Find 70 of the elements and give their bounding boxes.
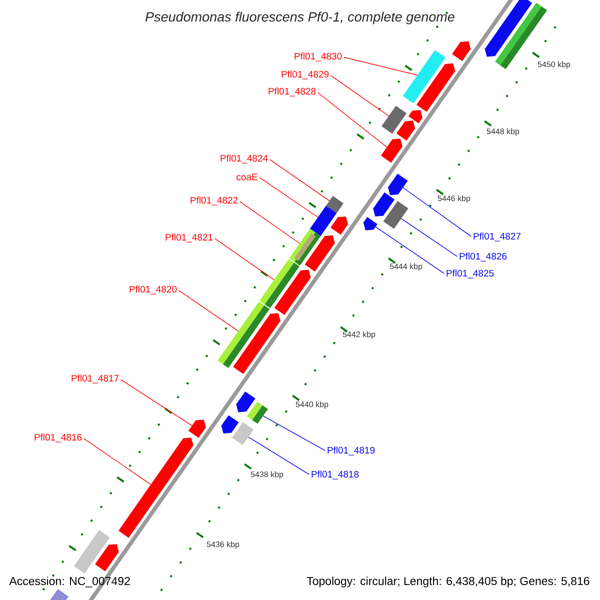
gene-block <box>221 415 239 434</box>
leader-line <box>248 436 310 475</box>
gene-label: Pfl01_4822 <box>190 196 238 206</box>
gene-block <box>452 41 471 62</box>
gene-box <box>232 422 254 446</box>
gene-label: Pfl01_4827 <box>474 232 521 242</box>
gene-label: Pfl01_4816 <box>34 434 82 442</box>
summary-text: Topology: circular; Length: 6,438,405 bp; Genes: 5,816 <box>306 576 590 588</box>
leader-line <box>84 438 152 485</box>
gene-block <box>408 110 423 124</box>
title: Pseudomonas fluorescens Pf0-1, complete genome <box>145 12 454 24</box>
gene-box <box>310 206 337 236</box>
leader-line <box>120 379 192 426</box>
gene-box <box>246 402 268 424</box>
gene-box <box>74 530 110 574</box>
gene-label: Pfl01_4826 <box>460 252 507 262</box>
gene-label: Pfl01_4818 <box>312 470 359 480</box>
gene-block <box>274 270 311 316</box>
gene-block <box>233 313 281 374</box>
leader-line <box>317 92 388 148</box>
gene-box <box>326 196 344 214</box>
leader-line <box>270 159 330 202</box>
gene-block <box>388 174 408 196</box>
gene-label: Pfl01_4817 <box>72 374 119 384</box>
leader-line <box>178 290 239 332</box>
gene-block <box>372 192 395 216</box>
leader-line <box>259 177 318 218</box>
scale-label: 5436 kbp <box>206 541 240 549</box>
gene-block <box>363 217 378 230</box>
gene-label: Pfl01_4821 <box>166 234 213 242</box>
gene-label: coaE <box>236 174 258 180</box>
scale-label: 5442 kbp <box>342 331 376 339</box>
accession-text: Accession: NC_007492 <box>9 576 130 588</box>
gene-block <box>330 216 348 235</box>
scale-label: 5446 kbp <box>438 195 470 203</box>
scale-label: 5440 kbp <box>296 401 328 409</box>
gene-label: Pfl01_4820 <box>130 286 177 294</box>
gene-label: Pfl01_4825 <box>446 270 494 278</box>
gene-label: Pfl01_4828 <box>268 88 316 96</box>
gene-label: Pfl01_4824 <box>220 154 268 164</box>
gene-block <box>236 391 256 412</box>
gene-block <box>484 0 532 57</box>
gene-block <box>304 235 336 272</box>
gene-box <box>402 50 446 104</box>
gene-box <box>260 258 300 308</box>
gene-label: Pfl01_4829 <box>282 70 329 80</box>
gene-block <box>95 544 119 572</box>
gene-block <box>396 120 416 141</box>
leader-line <box>262 416 326 451</box>
leader-line <box>214 238 274 280</box>
leader-line <box>400 218 458 257</box>
scale-label: 5448 kbp <box>486 128 520 136</box>
leader-line <box>375 226 444 274</box>
scale-label: 5450 kbp <box>538 61 570 69</box>
gene-box <box>382 106 407 134</box>
gene-label: Pfl01_4830 <box>294 52 342 62</box>
gene-label: Pfl01_4819 <box>328 446 375 456</box>
leader-line <box>240 201 300 244</box>
leader-line <box>330 75 390 116</box>
gene-block <box>188 420 206 438</box>
gene-box <box>383 200 408 229</box>
leader-line <box>344 56 418 76</box>
scale-label: 5444 kbp <box>390 263 422 271</box>
gene-box <box>289 228 321 266</box>
gene-block <box>380 138 403 163</box>
gene-block <box>416 63 456 112</box>
gene-box <box>218 302 270 368</box>
scale-label: 5438 kbp <box>250 471 284 479</box>
gene-block <box>118 438 194 538</box>
leader-line <box>402 187 472 237</box>
